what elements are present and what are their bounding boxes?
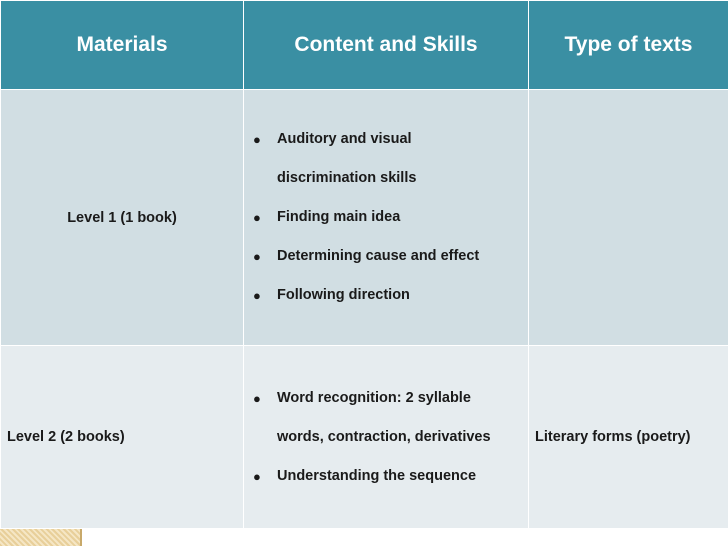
material-cell: Level 2 (2 books) xyxy=(0,345,244,529)
header-materials: Materials xyxy=(0,0,244,90)
skill-text: Following direction xyxy=(277,287,410,303)
curriculum-table: Materials Content and Skills Type of tex… xyxy=(0,0,728,529)
header-content-skills: Content and Skills xyxy=(243,0,529,90)
skill-text: Understanding the sequence xyxy=(277,467,477,484)
skills-list: ● Word recognition: 2 syllable words, co… xyxy=(244,379,528,496)
list-item: ● Understanding the sequence xyxy=(250,457,528,496)
list-item: ● Auditory and visual discrimination ski… xyxy=(250,120,528,198)
bullet-icon: ● xyxy=(253,210,261,225)
skill-text: Finding main idea xyxy=(277,209,401,225)
material-label: Level 2 (2 books) xyxy=(7,429,125,445)
header-row: Materials Content and Skills Type of tex… xyxy=(0,0,728,90)
skill-text: Word recognition: 2 syllable xyxy=(277,389,471,406)
type-cell: Literary forms (poetry) xyxy=(528,345,728,529)
skills-cell: ● Auditory and visual discrimination ski… xyxy=(243,89,529,346)
table-row: Level 1 (1 book) ● Auditory and visual d… xyxy=(0,89,728,346)
bullet-icon: ● xyxy=(253,390,261,406)
bullet-icon: ● xyxy=(253,288,261,303)
type-label: Literary forms (poetry) xyxy=(535,429,691,445)
header-type-of-texts: Type of texts xyxy=(528,0,728,90)
list-item: ● Determining cause and effect xyxy=(250,237,528,276)
list-item: ● Following direction xyxy=(250,276,528,315)
skill-text: Auditory and visual xyxy=(277,131,412,147)
table-row: Level 2 (2 books) ● Word recognition: 2 … xyxy=(0,345,728,529)
list-item: ● Word recognition: 2 syllable words, co… xyxy=(250,379,528,457)
skills-cell: ● Word recognition: 2 syllable words, co… xyxy=(243,345,529,529)
skills-list: ● Auditory and visual discrimination ski… xyxy=(244,120,528,315)
type-cell xyxy=(528,89,728,346)
skill-text-continued: words, contraction, derivatives xyxy=(277,428,491,445)
bullet-icon: ● xyxy=(253,132,261,147)
material-label: Level 1 (1 book) xyxy=(67,209,177,226)
skill-text-continued: discrimination skills xyxy=(277,170,417,186)
list-item: ● Finding main idea xyxy=(250,198,528,237)
corner-tab-decoration xyxy=(0,529,82,546)
bullet-icon: ● xyxy=(253,249,261,264)
bullet-icon: ● xyxy=(253,468,261,484)
skill-text: Determining cause and effect xyxy=(277,248,480,264)
material-cell: Level 1 (1 book) xyxy=(0,89,244,346)
